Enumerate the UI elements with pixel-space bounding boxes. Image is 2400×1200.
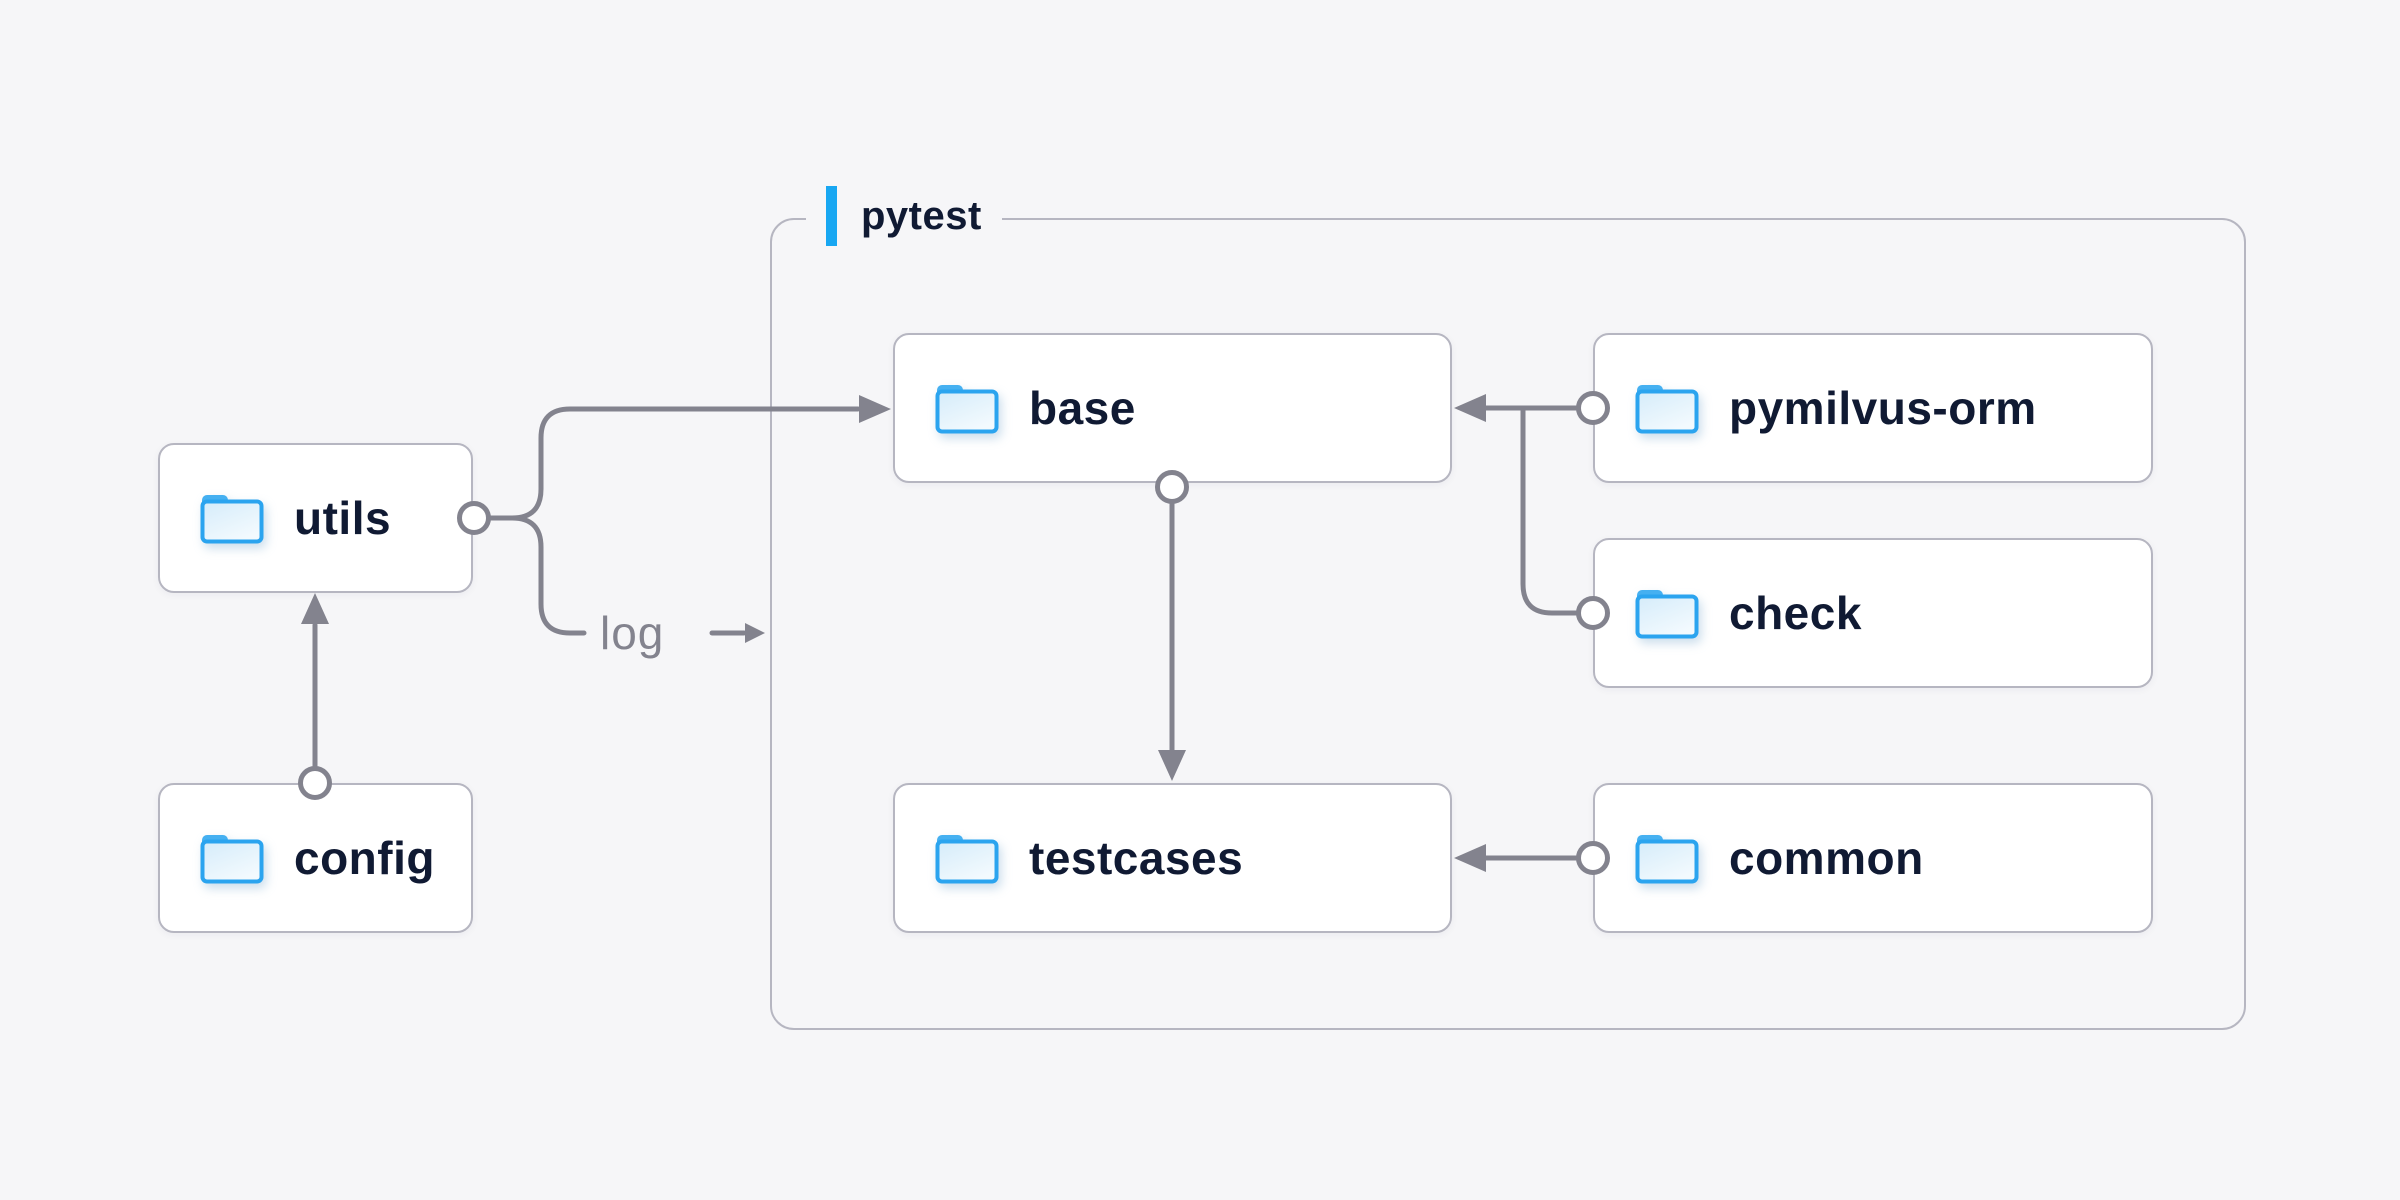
folder-icon [935, 385, 999, 434]
node-utils: utils [158, 443, 473, 593]
node-config: config [158, 783, 473, 933]
node-label: pymilvus-orm [1729, 382, 2037, 434]
node-label: base [1029, 382, 1136, 434]
folder-icon [1635, 385, 1699, 434]
node-base: base [893, 333, 1452, 483]
node-testcases: testcases [893, 783, 1452, 933]
edge-utils-to-log: log [457, 501, 765, 659]
edge-config-to-utils [298, 593, 332, 800]
log-arrowhead-icon [745, 623, 765, 643]
folder-icon [1635, 835, 1699, 884]
node-label: utils [294, 492, 392, 544]
folder-icon [935, 835, 999, 884]
folder-icon [200, 495, 264, 544]
node-label: config [294, 832, 435, 884]
log-edge-label: log [600, 607, 664, 659]
blue-accent-bar-icon [826, 186, 837, 246]
group-title: pytest [861, 193, 982, 238]
node-label: check [1729, 587, 1862, 639]
node-pymilvus-orm: pymilvus-orm [1593, 333, 2153, 483]
node-label: common [1729, 832, 1924, 884]
node-label: testcases [1029, 832, 1244, 884]
folder-icon [1635, 590, 1699, 639]
pytest-group-label: pytest [806, 182, 1002, 250]
folder-icon [200, 835, 264, 884]
node-check: check [1593, 538, 2153, 688]
node-common: common [1593, 783, 2153, 933]
pytest-group-container [770, 218, 2246, 1030]
arrowhead-up-icon [301, 593, 329, 624]
